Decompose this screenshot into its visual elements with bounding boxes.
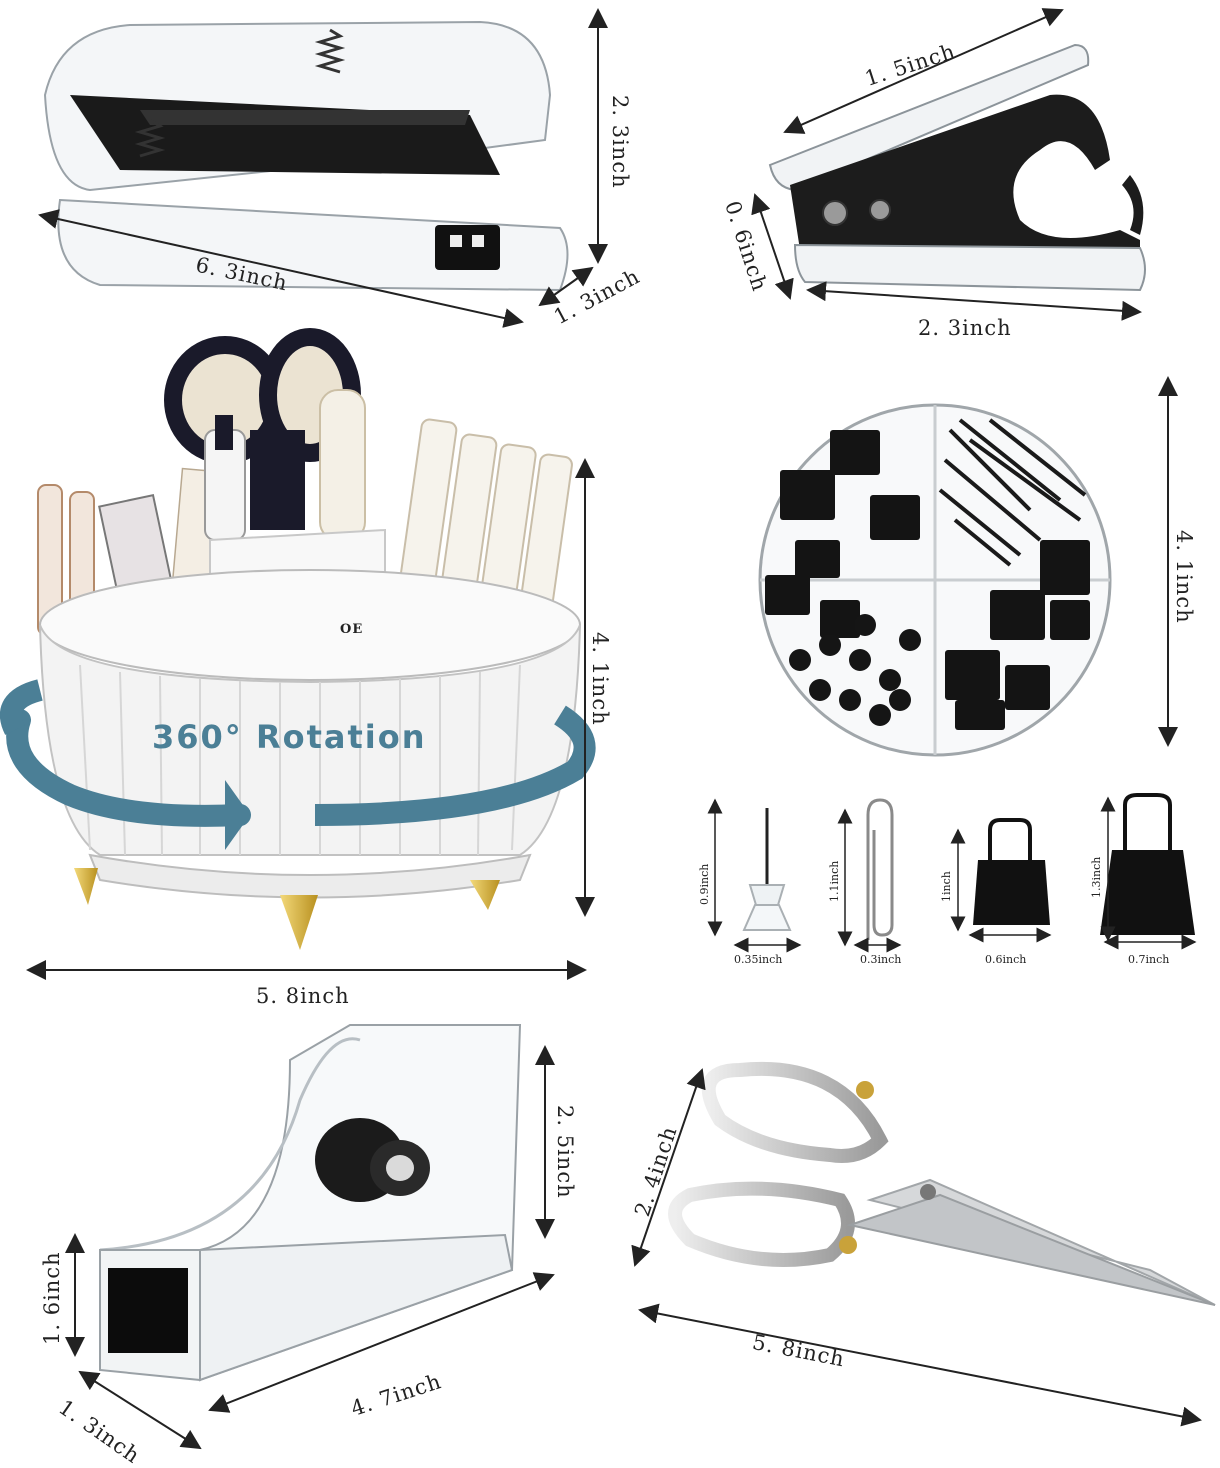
rotation-label: 360° Rotation [152,718,427,756]
tape-dispenser-image [99,1024,522,1382]
remover-base-label: 2. 3inch [918,316,1012,340]
large-binder-clip-image [1100,793,1195,935]
small-binder-clip-image [973,818,1050,925]
stapler-image [43,20,569,292]
staple-remover-image [768,43,1146,292]
pushpin-image [742,808,792,931]
paperclip-width-label: 0.3inch [860,953,902,966]
pin-width-label: 0.35inch [734,953,783,966]
stapler-height-label: 2. 3inch [608,95,632,189]
clip-tray-image [758,403,1112,757]
large-binder-width-label: 0.7inch [1128,953,1170,966]
paperclip-height-label: 1.1inch [828,860,841,902]
pin-height-label: 0.9inch [698,863,711,905]
small-binder-width-label: 0.6inch [985,953,1027,966]
tape-height-label: 2. 5inch [553,1105,577,1199]
scissors-image [668,1061,1216,1306]
paperclip-image [866,798,894,940]
small-binder-height-label: 1inch [940,871,953,902]
desk-organizer-image [0,328,596,950]
tape-front-label: 1. 6inch [40,1251,64,1345]
large-binder-height-label: 1.3inch [1090,856,1103,898]
clip-tray-height-label: 4. 1inch [1172,530,1196,624]
organizer-width-label: 5. 8inch [256,984,350,1008]
organizer-height-label: 4. 1inch [588,632,612,726]
organizer-brand-fragment: OE [340,622,364,637]
